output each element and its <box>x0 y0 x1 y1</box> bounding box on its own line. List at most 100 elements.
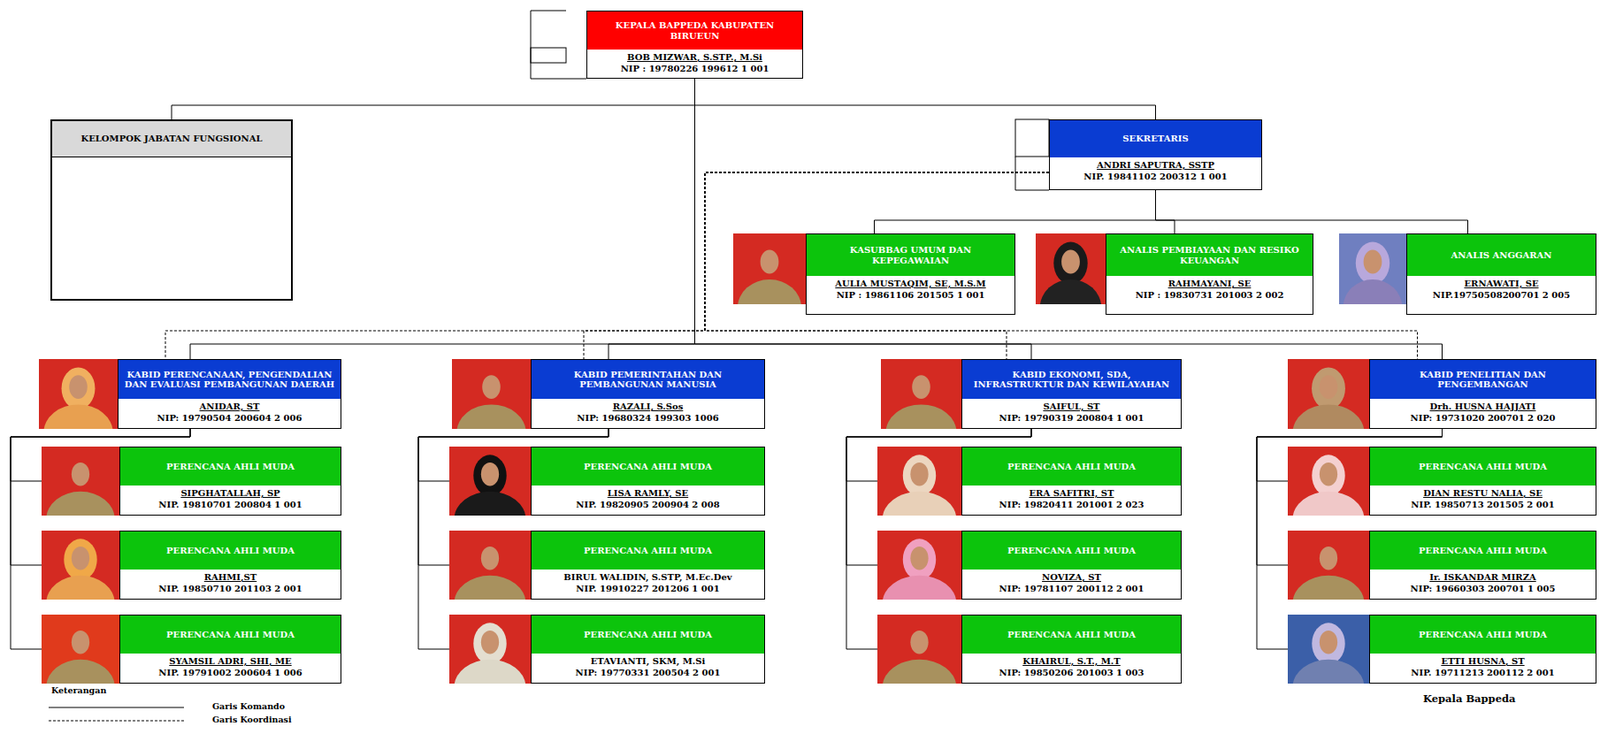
photo-face <box>71 462 90 487</box>
person-name: ETAVIANTI, SKM, M.Si <box>535 656 761 668</box>
employee-number: NIP: 19790319 200804 1 001 <box>965 413 1178 425</box>
photo-face <box>1363 249 1383 274</box>
box-title: PERENCANA AHLI MUDA <box>1418 461 1547 473</box>
command-line <box>1155 190 1176 234</box>
box-card: KASUBBAG UMUM DAN KEPEGAWAIAN AULIA MUSTA… <box>805 233 1016 315</box>
box-body: ERNAWATI, SENIP.19750508200701 2 005 <box>1407 275 1596 314</box>
box-header: ANALIS ANGGARAN <box>1407 234 1596 276</box>
person-name: RAHMI,ST <box>123 572 337 584</box>
box-header: PERENCANA AHLI MUDA <box>962 615 1181 654</box>
box-body: ETTI HUSNA, STNIP. 19711213 200112 2 001 <box>1370 653 1596 683</box>
box-card: KELOMPOK JABATAN FUNGSIONAL <box>50 119 293 301</box>
box-header: KABID PERENCANAAN, PENGENDALIAN DAN EVAL… <box>118 359 341 399</box>
box-title: KASUBBAG UMUM DAN KEPEGAWAIAN <box>811 244 1010 266</box>
box-body: RAHMI,STNIP. 19850710 201103 2 001 <box>120 569 341 599</box>
person-name: RAZALI, S.Sos <box>535 401 761 414</box>
box-title: PERENCANA AHLI MUDA <box>583 545 712 557</box>
staff-photo <box>449 614 531 684</box>
photo-body <box>1293 575 1365 600</box>
box-header: PERENCANA AHLI MUDA <box>120 447 341 486</box>
photo-face <box>71 630 90 655</box>
box-title: KABID PENELITIAN DAN PENGEMBANGAN <box>1375 369 1591 391</box>
box-title: PERENCANA AHLI MUDA <box>1007 461 1136 473</box>
position-box: KABID PENELITIAN DAN PENGEMBANGANDrh. HU… <box>1287 359 1597 429</box>
box-body: BIRUL WALIDIN, S.STP, M.Ec.DevNIP. 19910… <box>531 569 765 599</box>
box-body: SIPGHATALLAH, SPNIP. 19810701 200804 1 0… <box>120 485 341 515</box>
coordination-line <box>583 172 1049 360</box>
box-card: PERENCANA AHLI MUDANOVIZA, STNIP: 197811… <box>961 530 1182 600</box>
photo-face <box>910 546 928 571</box>
position-box: PERENCANA AHLI MUDA SIPGHATALLAH, SPNIP. … <box>41 446 342 516</box>
command-line <box>695 78 1156 120</box>
box-card: KABID EKONOMI, SDA, INFRASTRUKTUR DAN KE… <box>961 359 1182 429</box>
person-name: SYAMSIL ADRI, SHI, ME <box>123 656 337 668</box>
employee-number: NIP: 19731020 200701 2 020 <box>1373 413 1593 425</box>
legend-heading: Keterangan <box>51 685 107 696</box>
box-body: SYAMSIL ADRI, SHI, MENIP. 19791002 20060… <box>120 653 341 683</box>
box-title: KABID PERENCANAAN, PENGENDALIAN DAN EVAL… <box>123 369 336 391</box>
box-body: ERA SAFITRI, STNIP: 19820411 201001 2 02… <box>962 485 1181 515</box>
box-header: PERENCANA AHLI MUDA <box>120 531 341 570</box>
position-box: KEPALA BAPPEDA KABUPATEN BIRUEUN BOB MIZW… <box>586 10 804 79</box>
person-name: BOB MIZWAR, S.STP., M.Si <box>590 52 799 64</box>
box-body: RAZALI, S.SosNIP: 19680324 199303 1006 <box>531 398 765 429</box>
employee-number: NIP. 19850713 201505 2 001 <box>1373 499 1593 512</box>
box-card: PERENCANA AHLI MUDA BIRUL WALIDIN, S.STP,… <box>530 530 766 600</box>
box-card: PERENCANA AHLI MUDAETTI HUSNA, STNIP. 19… <box>1369 614 1597 684</box>
position-box: PERENCANA AHLI MUDA ETAVIANTI, SKM, M.SiN… <box>449 614 766 684</box>
photo-body <box>885 404 957 429</box>
box-title: PERENCANA AHLI MUDA <box>166 461 295 473</box>
photo-body <box>43 404 113 429</box>
box-title: ANALIS PEMBIAYAAN DAN RESIKO KEUANGAN <box>1111 244 1308 266</box>
side-box <box>1015 156 1049 191</box>
staff-photo <box>877 446 962 516</box>
box-card: PERENCANA AHLI MUDA DIAN RESTU NALIA, SEN… <box>1369 446 1597 516</box>
staff-photo <box>877 614 962 684</box>
staff-photo <box>449 530 531 600</box>
command-line <box>874 190 1156 234</box>
staff-photo <box>877 530 962 600</box>
photo-face <box>1319 462 1338 487</box>
box-card: PERENCANA AHLI MUDA ETAVIANTI, SKM, M.SiN… <box>530 614 766 684</box>
staff-photo <box>41 614 120 684</box>
box-body: AULIA MUSTAQIM, SE, M.S.MNIP : 19861106 … <box>806 275 1015 314</box>
person-name: KHAIRUL, S.T., M.T <box>965 656 1178 668</box>
photo-veil <box>63 538 97 581</box>
photo-body <box>1343 279 1403 305</box>
position-box: SEKRETARISANDRI SAPUTRA, SSTPNIP. 198411… <box>1048 119 1263 191</box>
box-card: PERENCANA AHLI MUDA ERA SAFITRI, STNIP: 1… <box>961 446 1182 516</box>
box-title: SEKRETARIS <box>1122 133 1188 145</box>
box-card: PERENCANA AHLI MUDA SIPGHATALLAH, SPNIP. … <box>119 446 342 516</box>
photo-body <box>454 491 527 516</box>
person-name: SIPGHATALLAH, SP <box>123 488 337 500</box>
position-box: ANALIS PEMBIAYAAN DAN RESIKO KEUANGANRAH… <box>1035 233 1314 315</box>
bracket-box <box>530 47 567 63</box>
person-name: DIAN RESTU NALIA, SE <box>1373 488 1593 500</box>
box-header: PERENCANA AHLI MUDA <box>1370 447 1596 486</box>
box-body: KHAIRUL, S.T., M.TNIP: 19850206 201003 1… <box>962 653 1181 683</box>
box-body <box>52 157 291 299</box>
box-header: SEKRETARIS <box>1049 120 1262 158</box>
command-line <box>608 78 696 360</box>
photo-body <box>1293 491 1365 516</box>
employee-number: NIP: 19660303 200701 1 005 <box>1373 583 1593 596</box>
photo-body <box>454 659 527 684</box>
employee-number: NIP: 19850206 201003 1 003 <box>965 667 1178 680</box>
person-name: Ir. ISKANDAR MIRZA <box>1373 572 1593 584</box>
employee-number: NIP: 19770331 200504 2 001 <box>535 667 761 680</box>
box-title: PERENCANA AHLI MUDA <box>583 629 712 641</box>
employee-number: NIP: 19790504 200604 2 006 <box>122 413 337 425</box>
box-title: KABID EKONOMI, SDA, INFRASTRUKTUR DAN KE… <box>967 369 1176 391</box>
photo-body <box>454 575 527 600</box>
signature-label: Kepala Bappeda <box>1423 692 1516 705</box>
photo-face <box>481 630 499 655</box>
person-name: ETTI HUSNA, ST <box>1373 656 1593 668</box>
staff-photo <box>451 359 531 429</box>
box-title: KEPALA BAPPEDA KABUPATEN BIRUEUN <box>592 20 797 41</box>
box-body: SAIFUL, STNIP: 19790319 200804 1 001 <box>962 398 1181 429</box>
photo-body <box>882 575 957 600</box>
employee-number: NIP : 19780226 199612 1 001 <box>590 63 799 76</box>
side-box <box>1015 119 1049 157</box>
command-line <box>695 78 1033 360</box>
box-header: KABID PENELITIAN DAN PENGEMBANGAN <box>1370 359 1596 399</box>
